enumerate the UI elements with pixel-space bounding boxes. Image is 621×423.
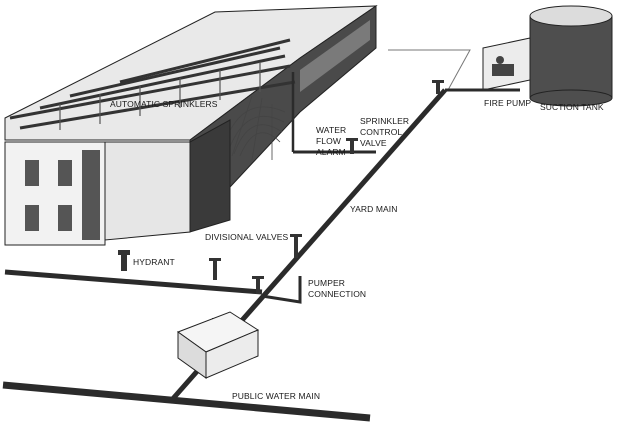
suction-tank-body — [529, 15, 613, 99]
valve-icon — [290, 234, 302, 258]
pumper-connection-pipe — [261, 276, 302, 304]
label-fire-pump: FIRE PUMP — [484, 98, 531, 108]
valve-icon — [252, 276, 264, 294]
label-automatic-sprinklers: AUTOMATIC SPRINKLERS — [110, 99, 218, 109]
factory-building — [4, 5, 378, 246]
suction-tank-bottom — [529, 89, 613, 107]
label-yard-main: YARD MAIN — [350, 204, 398, 214]
suction-tank-icon — [529, 5, 613, 107]
label-pumper-connection: PUMPER CONNECTION — [308, 278, 366, 299]
labels: AUTOMATIC SPRINKLERS WATER FLOW ALARM SP… — [110, 98, 604, 401]
label-suction-tank: SUCTION TANK — [540, 102, 604, 112]
label-hydrant: HYDRANT — [133, 257, 175, 267]
suction-tank-top — [529, 5, 613, 27]
fire-pump-icon — [492, 56, 514, 76]
sprinkler-branch-lines — [59, 62, 261, 130]
label-sprinkler-control-valve: SPRINKLER CONTROL VALVE — [360, 116, 412, 148]
pump-house — [482, 37, 531, 91]
label-divisional-valves: DIVISIONAL VALVES — [205, 232, 288, 242]
public-water-main-pipe — [2, 381, 371, 422]
sprinkler-piping-grid — [9, 38, 296, 130]
hydrant-branch-pipe — [4, 269, 263, 295]
factory-side-windows — [300, 20, 370, 92]
yard-outline — [388, 49, 471, 91]
valve-icon — [432, 80, 444, 94]
valve-icon — [209, 258, 221, 280]
office-windows — [25, 150, 100, 240]
label-water-flow-alarm: WATER FLOW ALARM — [316, 125, 349, 157]
valve-pit — [176, 311, 260, 379]
office-block-dark-wall — [189, 119, 231, 233]
hydrant-icon — [118, 250, 130, 271]
valve-icon — [346, 138, 358, 154]
office-block-middle — [104, 141, 191, 241]
label-public-water-main: PUBLIC WATER MAIN — [232, 391, 320, 401]
